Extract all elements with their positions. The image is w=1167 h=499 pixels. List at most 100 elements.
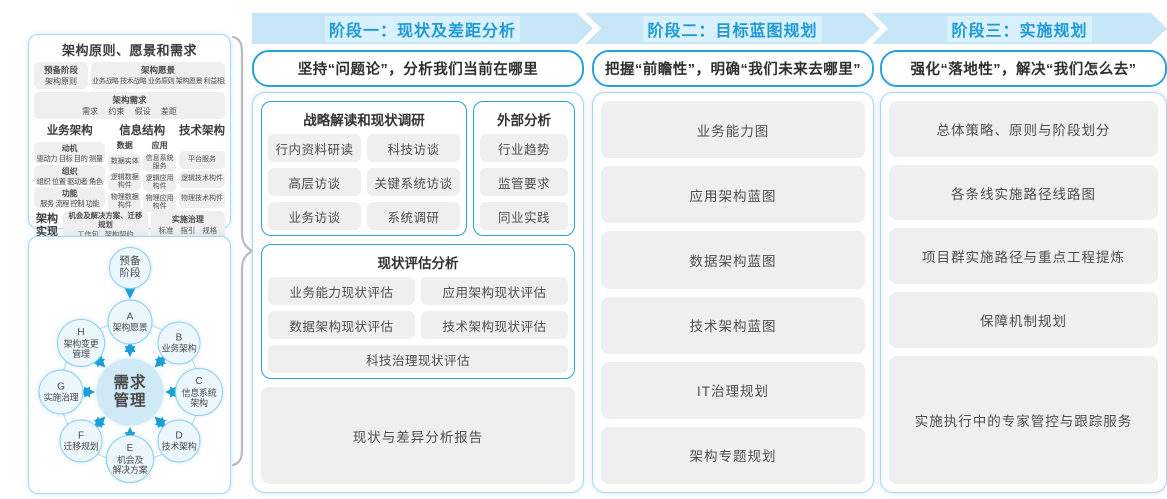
phase2-item: 架构专题规划 (601, 426, 865, 485)
cycle-node-c: C 信息系统 架构 (175, 368, 223, 416)
physical-tech-box: 物理技术构件 (179, 190, 225, 209)
organization-box: 组织 组织 位置 驱动者 角色 (34, 164, 106, 186)
external-item: 行业趋势 (480, 134, 568, 162)
data-entity-box: 数据实体 (108, 154, 142, 171)
research-item: 关键系统访谈 (367, 168, 460, 196)
phase1-container: 战略解读和现状调研 行内资料研读 科技访谈 高层访谈 关键系统访谈 业务访谈 系… (252, 92, 584, 493)
node-g-label: 实施治理 (43, 392, 79, 403)
cycle-node-prep: 预备 阶段 (109, 247, 151, 289)
cycle-node-a: A 架构愿景 (107, 299, 153, 345)
application-subcolumn: 应用 信息系统服务 逻辑应用构件 物理应用构件 (143, 140, 176, 213)
node-e-id: E (126, 443, 134, 455)
assessment-item: 业务能力现状评估 (268, 277, 415, 305)
phase1-top-row: 战略解读和现状调研 行内资料研读 科技访谈 高层访谈 关键系统访谈 业务访谈 系… (261, 101, 575, 236)
research-item: 业务访谈 (268, 202, 361, 230)
external-analysis-box: 外部分析 行业趋势 监管要求 同业实践 (473, 101, 575, 236)
strategy-research-title: 战略解读和现状调研 (303, 113, 425, 128)
prep-phase-label: 预备阶段 (43, 65, 78, 75)
cycle-node-g: G 实施治理 (38, 369, 84, 415)
node-c-id: C (195, 376, 203, 388)
phase3-slogan: 强化“落地性”，解决“我们怎么去” (880, 50, 1167, 87)
business-architecture-column: 业务架构 动机 驱动力 目标 目的 测量 组织 组织 位置 驱动者 角色 功能 … (34, 122, 106, 209)
governance-title: 实施治理 (171, 215, 204, 224)
logical-tech-box: 逻辑技术构件 (179, 170, 225, 189)
cycle-center-node: 需求 管理 (96, 358, 164, 426)
motivation-items: 驱动力 目标 目的 测量 (36, 154, 103, 163)
cycle-node-d: D 技术架构 (157, 419, 201, 463)
phase2-item: 业务能力图 (601, 101, 865, 159)
arch-requirements-items: 需求 约束 假设 差距 (82, 107, 177, 116)
arch-vision-items: 业务战略 技术战略 业务原则 架构愿景 利益相关者 (92, 78, 225, 85)
phase3-header: 阶段三：实施规划 (947, 16, 1091, 42)
phase2-header-band: 阶段二：目标蓝图规划 (585, 13, 880, 44)
logical-data-box: 逻辑数据构件 (108, 172, 142, 191)
phase2-item: IT治理规划 (601, 361, 865, 419)
phase1-slogan: 坚持“问题论”，分析我们当前在哪里 (252, 50, 584, 87)
architecture-realization-row: 架构实现 机会及解决方案、迁移规划 工作包 架构契约 实施治理 标准 指引 规格 (34, 211, 225, 241)
phase1-header-band: 阶段一：现状及差距分析 (252, 13, 593, 44)
node-h-label: 架构变更 管理 (63, 338, 99, 359)
governance-items: 标准 指引 规格 (158, 226, 218, 235)
cycle-node-b: B 业务架构 (157, 321, 201, 365)
function-items: 服务 流程 控制 功能 (40, 199, 100, 209)
arch-requirements-title: 架构需求 (112, 95, 147, 105)
organization-title: 组织 (61, 166, 78, 176)
migration-title: 机会及解决方案、迁移规划 (68, 211, 143, 229)
info-system-service-box: 信息系统服务 (143, 154, 176, 173)
cycle-node-e: E 机会及 解决方案 (106, 435, 154, 483)
node-d-label: 技术架构 (161, 441, 197, 452)
node-d-id: D (175, 430, 183, 442)
phase1-header: 阶段一：现状及差距分析 (325, 16, 520, 42)
information-structure-column: 信息结构 数据 数据实体 逻辑数据构件 物理数据构件 应用 信息系统服务 逻辑应… (108, 122, 176, 213)
phase3-header-band: 阶段三：实施规划 (872, 13, 1167, 44)
architecture-realization-label: 架构实现 (36, 213, 58, 238)
assessment-title: 现状评估分析 (377, 256, 459, 271)
research-item: 高层访谈 (268, 168, 361, 196)
technology-architecture-column: 技术架构 平台服务 逻辑技术构件 物理技术构件 (179, 122, 225, 209)
external-item: 监管要求 (480, 168, 568, 196)
migration-items: 工作包 架构契约 (77, 229, 134, 239)
external-item: 同业实践 (480, 202, 568, 230)
phase3-item: 总体策略、原则与阶段划分 (889, 101, 1158, 157)
business-architecture-title: 业务架构 (46, 125, 93, 137)
node-f-label: 迁移规划 (63, 441, 99, 452)
external-analysis-title: 外部分析 (497, 113, 551, 128)
framework-row-vision: 预备阶段 架构原则 架构愿景 业务战略 技术战略 业务原则 架构愿景 利益相关者 (34, 62, 225, 89)
phase3-item: 实施执行中的专家管控与跟踪服务 (889, 355, 1158, 485)
phase2-item: 应用架构蓝图 (601, 166, 865, 224)
phase3-container: 总体策略、原则与阶段划分 各条线实施路径线路图 项目群实施路径与重点工程提炼 保… (880, 92, 1167, 493)
assessment-item: 技术架构现状评估 (421, 311, 568, 339)
migration-planning-box: 机会及解决方案、迁移规划 工作包 架构契约 (63, 211, 148, 241)
data-subcolumn: 数据 数据实体 逻辑数据构件 物理数据构件 (108, 140, 142, 211)
arch-vision-title: 架构愿景 (140, 65, 175, 75)
prep-phase-box: 预备阶段 架构原则 (34, 62, 88, 89)
framework-domains-row: 业务架构 动机 驱动力 目标 目的 测量 组织 组织 位置 驱动者 角色 功能 … (34, 122, 225, 213)
phase3-item: 保障机制规划 (889, 292, 1158, 348)
physical-data-box: 物理数据构件 (108, 192, 142, 211)
cycle-node-h: H 架构变更 管理 (57, 319, 105, 367)
assessment-item: 科技治理现状评估 (268, 345, 568, 373)
research-item: 科技访谈 (367, 134, 460, 162)
cycle-node-f: F 迁移规划 (59, 419, 103, 463)
assessment-box: 现状评估分析 业务能力现状评估 应用架构现状评估 数据架构现状评估 技术架构现状… (261, 244, 575, 379)
node-b-label: 业务架构 (161, 343, 197, 354)
data-title: 数据 (116, 141, 133, 150)
assessment-item: 应用架构现状评估 (421, 277, 568, 305)
implementation-governance-box: 实施治理 标准 指引 规格 (150, 211, 225, 241)
motivation-box: 动机 驱动力 目标 目的 测量 (34, 142, 106, 163)
framework-panel: 架构原则、愿景和需求 预备阶段 架构原则 架构愿景 业务战略 技术战略 业务原则… (28, 34, 231, 241)
node-h-id: H (77, 327, 85, 339)
research-item: 行内资料研读 (268, 134, 361, 162)
logical-app-box: 逻辑应用构件 (143, 174, 176, 193)
phase3-item: 各条线实施路径线路图 (889, 164, 1158, 221)
phase2-item: 数据架构蓝图 (601, 231, 865, 289)
phase2-slogan: 把握“前瞻性”，明确“我们未来去哪里” (592, 50, 874, 87)
technology-architecture-title: 技术架构 (179, 125, 225, 137)
phase2-header: 阶段二：目标蓝图规划 (643, 16, 821, 42)
function-title: 功能 (61, 189, 78, 199)
platform-service-box: 平台服务 (179, 151, 225, 169)
research-item: 系统调研 (367, 202, 460, 230)
assessment-item: 数据架构现状评估 (268, 311, 415, 339)
node-e-label: 机会及 解决方案 (112, 454, 148, 475)
